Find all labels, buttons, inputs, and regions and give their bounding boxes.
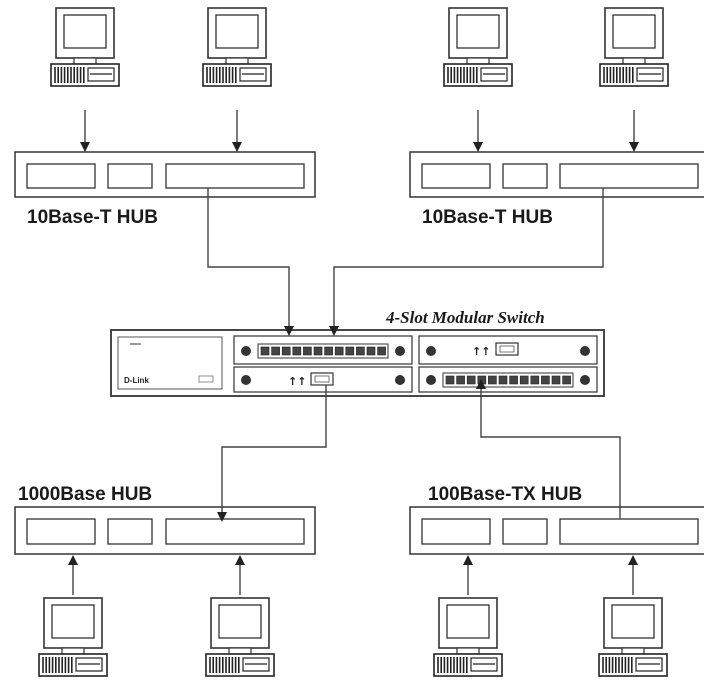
hub-label: 1000Base HUB <box>18 484 152 505</box>
led-icon: ↑↑ <box>472 345 490 358</box>
screw-icon <box>241 346 251 356</box>
ethernet-port[interactable] <box>313 346 323 356</box>
computer-icon[interactable] <box>599 7 669 87</box>
system-unit-icon <box>433 653 503 677</box>
switch-slot-1[interactable] <box>233 335 413 365</box>
ethernet-port[interactable] <box>477 375 487 385</box>
computer-icon[interactable] <box>202 7 272 87</box>
wire-arrow <box>329 188 604 336</box>
system-unit-icon <box>50 63 120 87</box>
hub-label: 100Base-TX HUB <box>428 484 582 505</box>
connections <box>68 110 639 595</box>
screw-icon <box>426 375 436 385</box>
computer-icon[interactable] <box>598 597 668 677</box>
svg-text:═══: ═══ <box>129 341 141 348</box>
system-unit-icon <box>38 653 108 677</box>
wire-arrow <box>476 379 621 519</box>
ethernet-port[interactable] <box>456 375 465 385</box>
system-unit-icon <box>598 653 668 677</box>
screw-icon <box>580 346 590 356</box>
monitor-icon <box>55 7 115 65</box>
ethernet-port[interactable] <box>324 346 333 356</box>
screw-icon <box>241 375 251 385</box>
monitor-icon <box>448 7 508 65</box>
monitor-icon <box>603 597 663 655</box>
monitor-icon <box>207 7 267 65</box>
screw-icon <box>395 346 405 356</box>
ethernet-port[interactable] <box>334 346 344 356</box>
ethernet-port[interactable] <box>562 375 571 385</box>
computer-icon[interactable] <box>50 7 120 87</box>
ethernet-port[interactable] <box>488 375 497 385</box>
ethernet-port[interactable] <box>366 346 376 356</box>
switch-slot-3[interactable]: ↑↑ <box>418 335 598 365</box>
ethernet-port[interactable] <box>445 375 455 385</box>
system-unit-icon <box>599 63 669 87</box>
hub-top-left[interactable]: 10Base-T HUB <box>14 151 316 228</box>
ethernet-port[interactable] <box>345 346 355 356</box>
ethernet-port[interactable] <box>519 375 529 385</box>
modular-switch[interactable]: 4-Slot Modular Switch ═══ D-Link ↑↑ <box>110 308 605 397</box>
ethernet-port[interactable] <box>271 346 280 356</box>
wire-arrow <box>207 188 294 336</box>
switch-title: 4-Slot Modular Switch <box>385 308 545 327</box>
uplink-port[interactable] <box>495 342 519 356</box>
ethernet-port[interactable] <box>281 346 291 356</box>
switch-brand-logo: D-Link <box>124 376 149 385</box>
switch-slot-4[interactable] <box>418 366 598 393</box>
ethernet-port[interactable] <box>541 375 550 385</box>
ethernet-port[interactable] <box>509 375 518 385</box>
computer-icon[interactable] <box>38 597 108 677</box>
computer-icon[interactable] <box>205 597 275 677</box>
ethernet-port[interactable] <box>377 346 386 356</box>
computers-group <box>38 7 669 677</box>
wire-arrow <box>217 385 327 522</box>
uplink-port[interactable] <box>310 372 334 386</box>
led-icon: ↑↑ <box>288 375 306 388</box>
switch-slot-2[interactable]: ↑↑ <box>233 366 413 393</box>
ethernet-port[interactable] <box>551 375 561 385</box>
monitor-icon <box>43 597 103 655</box>
hub-top-right[interactable]: 10Base-T HUB <box>409 151 704 228</box>
screw-icon <box>580 375 590 385</box>
screw-icon <box>395 375 405 385</box>
ethernet-port[interactable] <box>356 346 365 356</box>
monitor-icon <box>210 597 270 655</box>
screw-icon <box>426 346 436 356</box>
monitor-icon <box>438 597 498 655</box>
ethernet-port[interactable] <box>466 375 476 385</box>
hub-label: 10Base-T HUB <box>27 207 158 228</box>
hub-bottom-right[interactable]: 100Base-TX HUB <box>409 484 704 555</box>
ethernet-port[interactable] <box>498 375 508 385</box>
hub-bottom-left[interactable]: 1000Base HUB <box>14 484 316 555</box>
ethernet-port[interactable] <box>303 346 312 356</box>
hub-label: 10Base-T HUB <box>422 207 553 228</box>
ethernet-port[interactable] <box>530 375 540 385</box>
computer-icon[interactable] <box>443 7 513 87</box>
computer-icon[interactable] <box>433 597 503 677</box>
system-unit-icon <box>205 653 275 677</box>
system-unit-icon <box>202 63 272 87</box>
system-unit-icon <box>443 63 513 87</box>
ethernet-port[interactable] <box>260 346 270 356</box>
monitor-icon <box>604 7 664 65</box>
ethernet-port[interactable] <box>292 346 302 356</box>
